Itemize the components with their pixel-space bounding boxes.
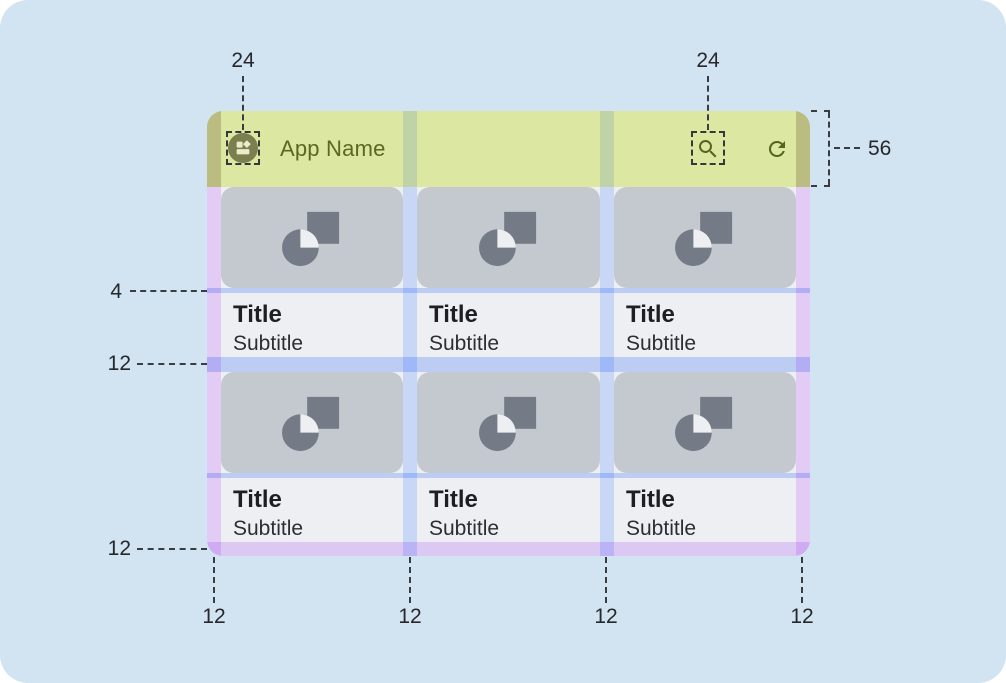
card-media[interactable] <box>221 187 403 288</box>
annotation-line <box>137 548 207 550</box>
card-subtitle: Subtitle <box>626 517 697 540</box>
annotation-line <box>605 557 607 603</box>
annotation-search-icon-size: 24 <box>696 49 720 72</box>
top-app-bar: App Name <box>207 111 810 187</box>
card-subtitle: Subtitle <box>233 332 304 355</box>
card-text[interactable]: Title Subtitle <box>221 478 403 542</box>
card-text[interactable]: Title Subtitle <box>221 293 403 357</box>
annotation-row-gap: 12 <box>107 352 131 375</box>
image-placeholder-icon <box>282 209 342 267</box>
image-placeholder-icon <box>282 394 342 452</box>
gutter-overlay-2 <box>600 187 614 556</box>
refresh-button[interactable] <box>765 137 789 161</box>
card-media[interactable] <box>417 372 600 473</box>
annotation-line <box>834 147 860 149</box>
image-placeholder-icon <box>478 394 539 452</box>
annotation-tick <box>811 185 830 187</box>
card-subtitle: Subtitle <box>233 517 304 540</box>
gutter-overlay-1 <box>403 187 417 556</box>
card-title: Title <box>233 301 282 328</box>
annotation-left-margin: 12 <box>202 605 226 628</box>
refresh-icon <box>765 137 789 161</box>
annotation-appbar-height: 56 <box>868 137 892 160</box>
annotation-bottom-margin: 12 <box>107 537 131 560</box>
annotation-line <box>130 290 207 292</box>
card-text[interactable]: Title Subtitle <box>614 478 796 542</box>
annotation-menu-icon-size: 24 <box>231 49 255 72</box>
image-placeholder-icon <box>675 394 735 452</box>
annotation-line <box>242 76 244 130</box>
spacing-band-12dp <box>207 357 810 372</box>
card-title: Title <box>626 486 675 513</box>
search-icon <box>696 137 720 161</box>
menu-button[interactable] <box>228 133 258 163</box>
annotation-line <box>213 557 215 603</box>
app-title: App Name <box>280 136 386 161</box>
left-margin-overlay <box>207 187 221 556</box>
card-subtitle: Subtitle <box>626 332 697 355</box>
search-icon-bounds-box <box>691 131 725 165</box>
bottom-margin-band <box>207 542 810 556</box>
annotation-right-margin: 12 <box>790 605 814 628</box>
card-text[interactable]: Title Subtitle <box>614 293 796 357</box>
card-media[interactable] <box>221 372 403 473</box>
annotation-line <box>707 76 709 130</box>
card-media[interactable] <box>417 187 600 288</box>
card-subtitle: Subtitle <box>429 517 500 540</box>
card-title: Title <box>626 301 675 328</box>
right-margin-overlay <box>796 187 810 556</box>
annotation-line <box>801 557 803 603</box>
card-title: Title <box>233 486 282 513</box>
card-media[interactable] <box>614 372 796 473</box>
annotation-line <box>409 557 411 603</box>
card-title: Title <box>429 486 478 513</box>
annotation-gutter-1: 12 <box>398 605 422 628</box>
annotation-media-text-gap: 4 <box>110 280 122 303</box>
annotation-tick <box>811 110 830 112</box>
annotation-line <box>828 112 830 185</box>
annotation-gutter-2: 12 <box>594 605 618 628</box>
search-button[interactable] <box>696 137 720 161</box>
card-text[interactable]: Title Subtitle <box>417 478 600 542</box>
card-title: Title <box>429 301 478 328</box>
menu-icon-bounds-box <box>226 131 260 165</box>
image-placeholder-icon <box>675 209 735 267</box>
card-text[interactable]: Title Subtitle <box>417 293 600 357</box>
image-placeholder-icon <box>478 209 539 267</box>
dashboard-tiles-icon <box>234 139 252 157</box>
card-subtitle: Subtitle <box>429 332 500 355</box>
app-window: App Name <box>207 111 810 556</box>
card-media[interactable] <box>614 187 796 288</box>
annotation-line <box>137 363 207 365</box>
